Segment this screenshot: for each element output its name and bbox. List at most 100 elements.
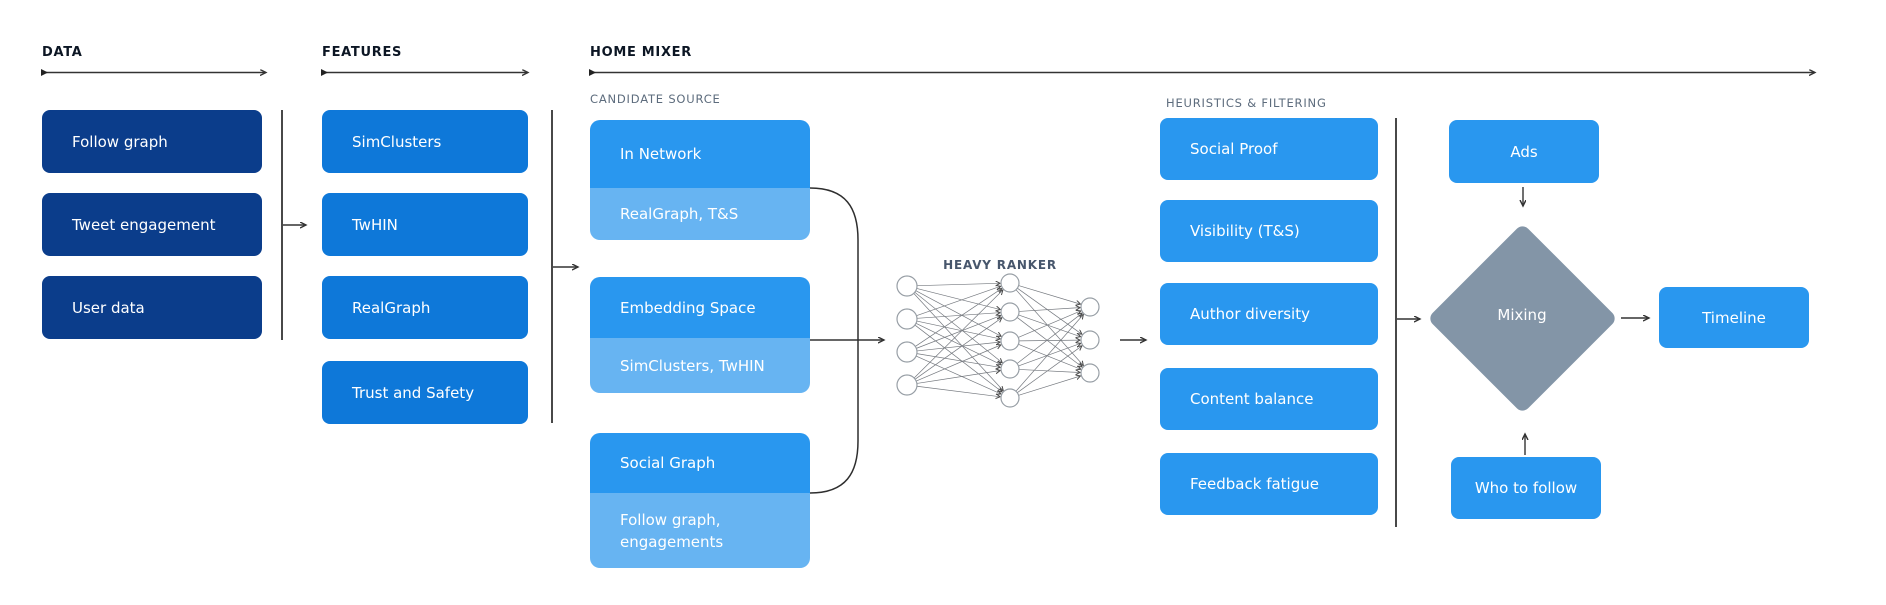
card-subtitle: Follow graph, engagements xyxy=(620,510,724,551)
network-edge xyxy=(1016,313,1082,364)
network-edge xyxy=(916,342,1000,352)
box-label: SimClusters xyxy=(352,132,442,151)
box-label: TwHIN xyxy=(352,215,398,234)
candidate-card-social-graph: Social Graph Follow graph, engagements xyxy=(590,433,810,568)
network-edge xyxy=(1018,369,1080,372)
network-edge xyxy=(916,353,1000,368)
timeline-box: Timeline xyxy=(1659,287,1809,348)
network-edge xyxy=(915,290,1001,336)
hidden-node xyxy=(1000,388,1020,408)
box-label: Feedback fatigue xyxy=(1190,475,1319,493)
network-edge xyxy=(1018,311,1080,338)
network-edge xyxy=(914,324,1002,392)
heavy-ranker-heading: HEAVY RANKER xyxy=(943,258,1057,272)
network-edge xyxy=(1017,287,1081,334)
box-label: Content balance xyxy=(1190,390,1314,408)
card-subtitle-panel: RealGraph, T&S xyxy=(590,188,810,240)
candidate-bracket-curve xyxy=(809,187,859,494)
input-node xyxy=(896,308,918,330)
hidden-node xyxy=(1000,273,1020,293)
features-box-trust-and-safety: Trust and Safety xyxy=(322,361,528,424)
box-label: Social Proof xyxy=(1190,140,1278,158)
mixing-label: Mixing xyxy=(1497,306,1547,324)
network-edge xyxy=(1018,344,1080,369)
output-node xyxy=(1080,330,1100,350)
output-node xyxy=(1080,297,1100,317)
network-edge xyxy=(914,292,1002,362)
network-edge xyxy=(1018,376,1080,396)
network-edge xyxy=(916,385,1000,396)
box-label: Timeline xyxy=(1702,308,1766,327)
box-label: Visibility (T&S) xyxy=(1190,222,1300,240)
network-edge xyxy=(1018,314,1080,337)
hidden-node xyxy=(1000,302,1020,322)
hidden-node xyxy=(1000,331,1020,351)
network-edge xyxy=(1018,344,1080,367)
heuristics-box-content-balance: Content balance xyxy=(1160,368,1378,430)
features-box-twhin: TwHIN xyxy=(322,193,528,256)
card-title-panel: Social Graph xyxy=(590,433,810,493)
network-edge xyxy=(916,371,1000,384)
box-label: Author diversity xyxy=(1190,305,1310,323)
data-section-heading: DATA xyxy=(42,45,83,60)
card-title: Social Graph xyxy=(620,454,716,472)
features-section-heading: FEATURES xyxy=(322,45,403,60)
card-subtitle-panel: SimClusters, TwHIN xyxy=(590,338,810,393)
heuristics-box-feedback-fatigue: Feedback fatigue xyxy=(1160,453,1378,515)
home-mixer-section-heading: HOME MIXER xyxy=(590,45,692,60)
network-edge xyxy=(915,355,1000,394)
data-box-user-data: User data xyxy=(42,276,262,339)
network-edge xyxy=(915,289,1001,347)
box-label: Who to follow xyxy=(1474,479,1578,497)
who-to-follow-box: Who to follow xyxy=(1451,457,1601,519)
candidate-source-heading: CANDIDATE SOURCE xyxy=(590,92,721,106)
box-label: Ads xyxy=(1510,142,1538,161)
input-node xyxy=(896,374,918,396)
card-title: Embedding Space xyxy=(620,298,756,317)
card-title-panel: Embedding Space xyxy=(590,277,810,338)
network-edge xyxy=(914,318,1001,380)
network-edge xyxy=(1016,317,1081,366)
hidden-node xyxy=(1000,359,1020,379)
candidate-card-embedding-space: Embedding Space SimClusters, TwHIN xyxy=(590,277,810,393)
network-edge xyxy=(1018,285,1080,304)
network-edge xyxy=(913,290,1002,379)
network-edge xyxy=(915,323,1001,364)
network-edge xyxy=(916,313,1000,319)
network-edge xyxy=(1015,289,1083,365)
box-label: User data xyxy=(72,298,145,317)
heuristics-heading: HEURISTICS & FILTERING xyxy=(1166,96,1327,110)
card-subtitle-panel: Follow graph, engagements xyxy=(590,493,810,568)
card-title-panel: In Network xyxy=(590,120,810,188)
card-subtitle: SimClusters, TwHIN xyxy=(620,356,765,375)
heuristics-box-social-proof: Social Proof xyxy=(1160,118,1378,180)
heavy-ranker-network xyxy=(896,273,1100,408)
card-subtitle: RealGraph, T&S xyxy=(620,205,739,223)
card-title: In Network xyxy=(620,145,702,163)
ads-box: Ads xyxy=(1449,120,1599,183)
network-edge xyxy=(913,293,1003,390)
heuristics-box-author-diversity: Author diversity xyxy=(1160,283,1378,345)
network-edge xyxy=(916,288,1000,309)
input-node xyxy=(896,341,918,363)
network-edge xyxy=(1015,315,1083,392)
network-edge xyxy=(1018,340,1080,341)
output-node xyxy=(1080,363,1100,383)
features-box-simclusters: SimClusters xyxy=(322,110,528,173)
network-edge xyxy=(1018,308,1080,312)
network-edge xyxy=(916,316,1000,349)
features-box-realgraph: RealGraph xyxy=(322,276,528,339)
box-label: Tweet engagement xyxy=(72,215,216,234)
network-edge xyxy=(1017,346,1081,394)
data-box-follow-graph: Follow graph xyxy=(42,110,262,173)
box-label: Follow graph xyxy=(72,132,168,151)
box-label: Trust and Safety xyxy=(352,383,475,402)
input-node xyxy=(896,275,918,297)
candidate-card-in-network: In Network RealGraph, T&S xyxy=(590,120,810,240)
network-edge xyxy=(916,345,1000,382)
network-edge xyxy=(916,320,1000,339)
heuristics-box-visibility: Visibility (T&S) xyxy=(1160,200,1378,262)
network-edge xyxy=(916,286,1000,317)
